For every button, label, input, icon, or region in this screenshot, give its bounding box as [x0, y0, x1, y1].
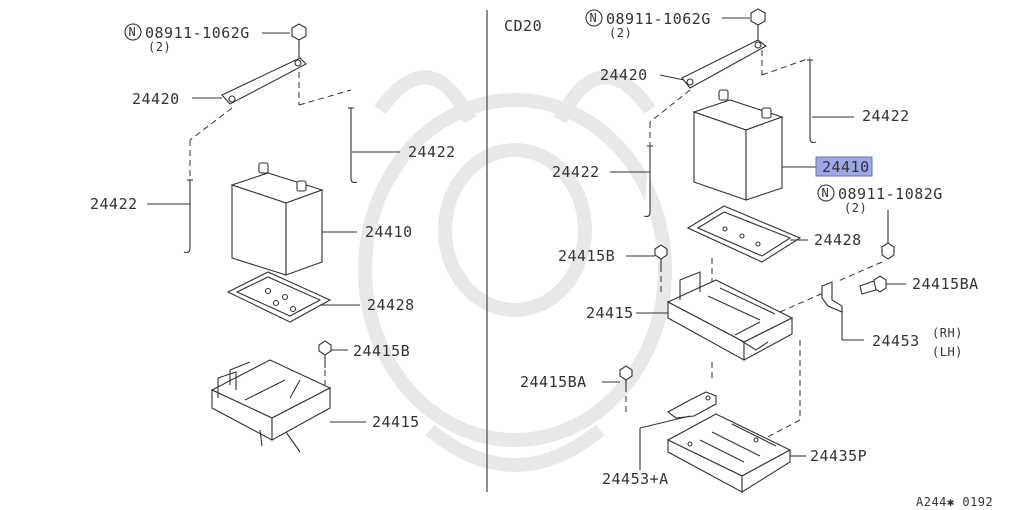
hook-rod-icon: [348, 107, 358, 184]
left-clamp-bar-label: 24420: [132, 90, 180, 108]
right-tray-pad-label: 24428: [814, 231, 862, 249]
tray-pad-icon: [226, 271, 332, 323]
left-nut-qty: (2): [148, 40, 171, 54]
watermark-emblem: [358, 70, 672, 472]
bolt-icon: [654, 244, 668, 272]
left-tray-pad-label: 24428: [367, 296, 415, 314]
bolt-icon: [619, 365, 633, 392]
battery-tray-icon: [666, 271, 794, 361]
right-nut-part: 08911-1062G: [606, 10, 711, 28]
right-nut-qty: (2): [609, 26, 632, 40]
right-bracket-a-label: 24453+A: [602, 470, 669, 488]
right-clamp-bar-label: 24420: [600, 66, 648, 84]
highlight-box: [815, 156, 873, 177]
right-lower-tray-label: 24435P: [810, 447, 867, 465]
right-assembly: CD20 N 08911-1062G (2) 24420 24422: [504, 8, 993, 509]
left-tray-label: 24415: [372, 413, 420, 431]
bracket-icon: [666, 391, 717, 419]
right-rod-left-label: 24422: [552, 163, 600, 181]
nut-symbol-circle: [817, 184, 835, 202]
diagram-code: A244✱ 0192: [916, 495, 993, 509]
right-nut2-qty: (2): [844, 201, 867, 215]
hook-rod-icon: [643, 145, 653, 218]
bolt-icon: [318, 340, 332, 368]
right-rod-right-label: 24422: [862, 107, 910, 125]
right-battery-label: 24410: [822, 158, 870, 176]
nut-symbol: N: [822, 186, 830, 200]
hex-nut-icon: [291, 23, 307, 58]
left-battery-label: 24410: [365, 223, 413, 241]
right-bolt-ba-left-label: 24415BA: [520, 373, 587, 391]
left-assembly: N 08911-1062G (2) 24420 24422: [90, 23, 456, 453]
bolt-icon: [859, 275, 887, 295]
nut-symbol-circle: [585, 9, 603, 27]
section-label: CD20: [504, 17, 542, 35]
hex-nut-icon: [750, 8, 766, 40]
nut-symbol: N: [590, 11, 598, 25]
right-rh-label: (RH): [932, 326, 963, 340]
right-bolt-b-label: 24415B: [558, 247, 615, 265]
left-rod-right-label: 24422: [408, 143, 456, 161]
right-bolt-ba-label: 24415BA: [912, 275, 979, 293]
right-nut2-part: 08911-1082G: [838, 185, 943, 203]
left-rod-left-label: 24422: [90, 195, 138, 213]
tray-pad-icon: [686, 205, 802, 263]
hook-rod-icon: [807, 59, 817, 144]
bracket-icon: [821, 281, 843, 313]
right-lh-label: (LH): [932, 345, 963, 359]
left-nut-part: 08911-1062G: [145, 24, 250, 42]
lower-tray-icon: [666, 413, 792, 493]
right-tray-label: 24415: [586, 304, 634, 322]
left-bolt-label: 24415B: [353, 342, 410, 360]
hex-nut-icon: [881, 242, 895, 260]
hook-rod-icon: [183, 179, 193, 254]
clamp-bar-icon: [681, 39, 768, 89]
nut-symbol-circle: [124, 23, 142, 41]
clamp-bar-icon: [221, 57, 307, 105]
battery-icon: [230, 162, 324, 276]
battery-tray-icon: [210, 359, 332, 453]
right-bracket-label: 24453: [872, 332, 920, 350]
nut-symbol: N: [129, 25, 137, 39]
battery-icon: [692, 89, 784, 201]
